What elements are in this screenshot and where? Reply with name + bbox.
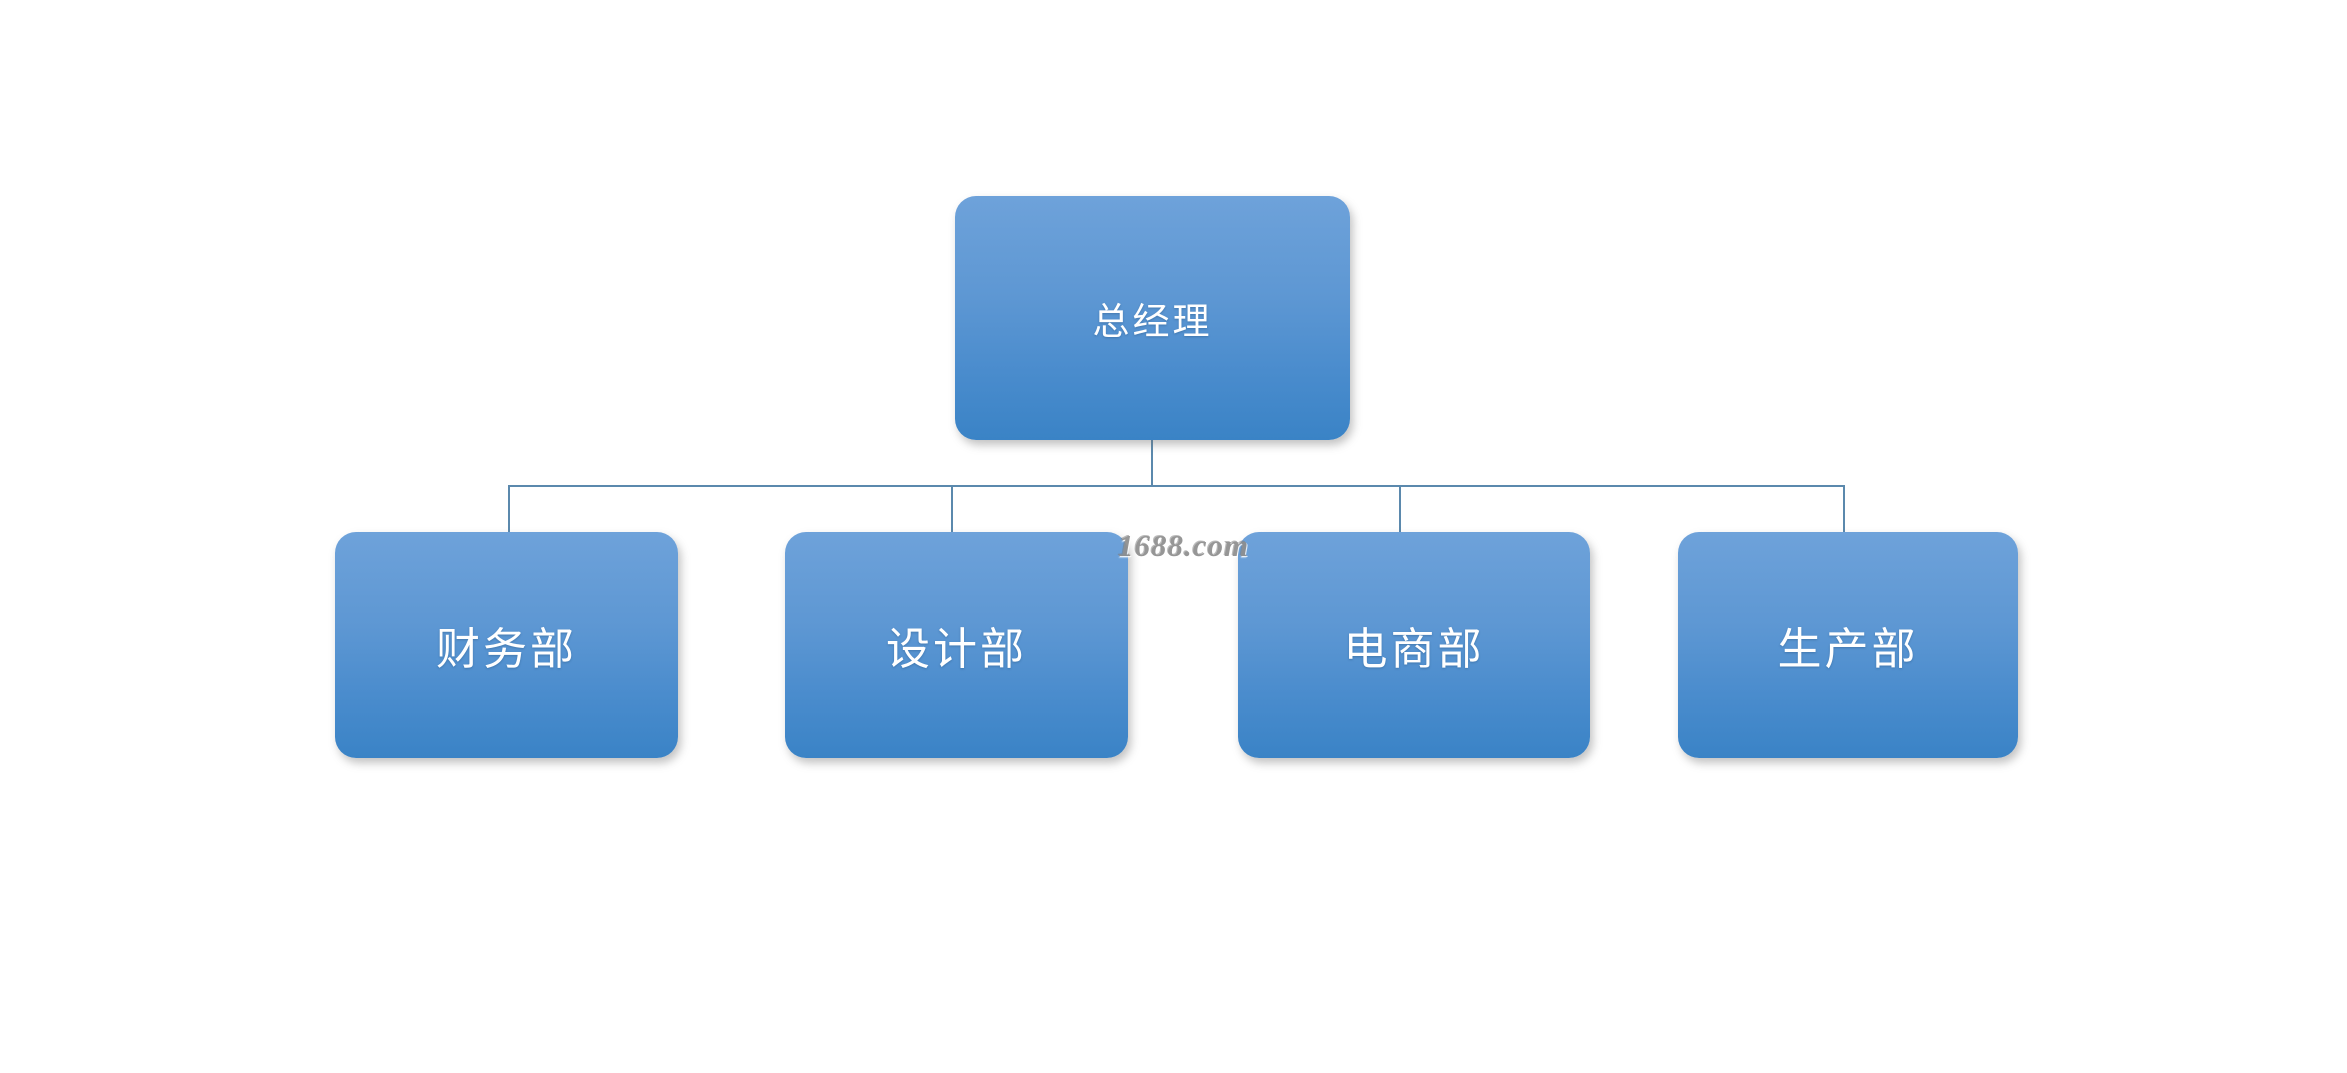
org-node-ecommerce-label: 电商部 bbox=[1343, 625, 1485, 674]
org-node-design[interactable]: 设计部 bbox=[785, 532, 1128, 758]
org-node-root-label: 总经理 bbox=[1092, 302, 1213, 343]
org-node-design-label: 设计部 bbox=[886, 625, 1027, 674]
org-node-finance-label: 财务部 bbox=[436, 625, 577, 674]
org-node-production[interactable]: 生产部 bbox=[1678, 532, 2018, 758]
org-node-finance[interactable]: 财务部 bbox=[335, 532, 678, 758]
source-watermark: 1688.com bbox=[1118, 528, 1250, 563]
org-node-ecommerce[interactable]: 电商部 bbox=[1238, 532, 1590, 758]
org-node-root[interactable]: 总经理 bbox=[955, 196, 1350, 440]
org-node-production-label: 生产部 bbox=[1777, 625, 1919, 674]
